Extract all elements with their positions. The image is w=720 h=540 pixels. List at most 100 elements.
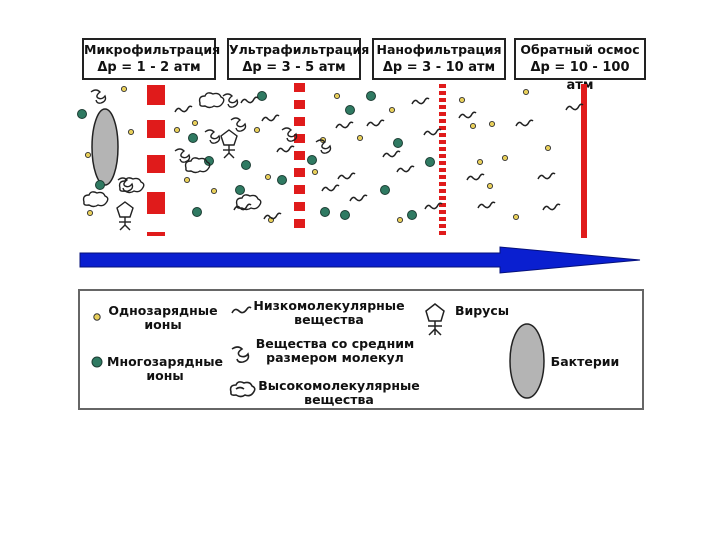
- multivalent-ion: [381, 186, 390, 195]
- membrane-block: [439, 147, 446, 151]
- multivalent-ion: [242, 161, 251, 170]
- flow-arrow: [80, 247, 640, 273]
- legend-viruses-label: Вирусы: [452, 304, 512, 318]
- membrane-block: [147, 120, 165, 138]
- monovalent-ion: [174, 127, 179, 132]
- membrane-block: [439, 154, 446, 158]
- monovalent-ion: [502, 155, 507, 160]
- membrane-block: [147, 155, 165, 173]
- monovalent-ion-icon: [94, 314, 100, 320]
- low-molecular-substance: [516, 120, 533, 126]
- low-molecular-substance: [538, 173, 555, 179]
- membrane-block: [439, 133, 446, 137]
- monovalent-ion: [389, 107, 394, 112]
- multivalent-ion: [96, 181, 105, 190]
- legend-low-molecular-label: Низкомолекулярные вещества: [250, 299, 408, 327]
- virus-leg: [125, 225, 130, 230]
- membrane-block: [439, 168, 446, 172]
- membrane-block: [294, 168, 305, 177]
- membrane-block: [439, 224, 446, 228]
- medium-molecular-substance: [231, 118, 246, 131]
- virus-head: [117, 202, 133, 217]
- membrane-block: [147, 232, 165, 236]
- multivalent-ion: [367, 92, 376, 101]
- medium-molecular-substance: [223, 94, 238, 107]
- legend-monovalent-label: Однозарядные ионы: [102, 304, 224, 332]
- membrane-block: [439, 231, 446, 235]
- multivalent-ion: [278, 176, 287, 185]
- membrane-block: [439, 119, 446, 123]
- low-molecular-substance: [367, 120, 384, 126]
- virus: [117, 202, 133, 230]
- multivalent-ion: [426, 158, 435, 167]
- low-molecular-icon: [232, 307, 251, 313]
- low-molecular-substance: [478, 202, 495, 208]
- legend-high-molecular-label: Высокомолекулярные вещества: [250, 379, 428, 407]
- legend-bacteria-label: Бактерии: [550, 355, 620, 369]
- monovalent-ion: [312, 169, 317, 174]
- membrane-block: [294, 151, 305, 160]
- monovalent-ion: [489, 121, 494, 126]
- low-molecular-substance: [459, 112, 476, 118]
- membrane-block: [294, 100, 305, 109]
- monovalent-ion: [487, 183, 492, 188]
- monovalent-ion: [211, 188, 216, 193]
- membrane-block: [439, 84, 446, 88]
- multivalent-ion: [346, 106, 355, 115]
- low-molecular-substance: [424, 129, 441, 135]
- monovalent-ion: [459, 97, 464, 102]
- membrane-block: [439, 161, 446, 165]
- medium-molecular-substance: [91, 90, 106, 103]
- low-molecular-substance: [336, 122, 353, 128]
- membrane-block: [294, 83, 305, 92]
- monovalent-ion: [192, 120, 197, 125]
- virus-icon: [426, 304, 444, 335]
- monovalent-ion: [357, 135, 362, 140]
- membrane-block: [439, 217, 446, 221]
- multivalent-ion: [308, 156, 317, 165]
- low-molecular-substance: [383, 151, 400, 157]
- monovalent-ion: [254, 127, 259, 132]
- membrane-block: [439, 91, 446, 95]
- monovalent-ion: [545, 145, 550, 150]
- filtration-diagram: [0, 0, 720, 290]
- low-molecular-substance: [338, 173, 355, 179]
- multivalent-ion: [78, 110, 87, 119]
- membrane-block: [439, 140, 446, 144]
- monovalent-ion: [397, 217, 402, 222]
- monovalent-ion: [128, 129, 133, 134]
- monovalent-ion: [121, 86, 126, 91]
- low-molecular-substance: [566, 104, 583, 110]
- low-molecular-substance: [467, 174, 484, 180]
- multivalent-ion: [189, 134, 198, 143]
- multivalent-ion: [193, 208, 202, 217]
- membrane-block: [439, 105, 446, 109]
- monovalent-ion: [87, 210, 92, 215]
- high-molecular-substance: [200, 93, 224, 108]
- virus-head: [221, 130, 237, 145]
- membrane-block: [439, 98, 446, 102]
- low-molecular-substance: [277, 146, 294, 152]
- membrane-block: [439, 112, 446, 116]
- multivalent-ion-icon: [92, 357, 102, 367]
- low-molecular-substance: [412, 98, 429, 104]
- monovalent-ion: [477, 159, 482, 164]
- membrane-block: [147, 85, 165, 105]
- monovalent-ion: [470, 123, 475, 128]
- medium-molecular-icon: [232, 347, 248, 362]
- monovalent-ion: [513, 214, 518, 219]
- multivalent-ion: [394, 139, 403, 148]
- low-molecular-substance: [350, 195, 367, 201]
- membrane-block: [294, 219, 305, 228]
- multivalent-ion: [341, 211, 350, 220]
- bacteria-icon: [510, 324, 544, 398]
- multivalent-ion: [236, 186, 245, 195]
- medium-molecular-substance: [175, 149, 190, 162]
- low-molecular-substance: [264, 213, 281, 219]
- high-molecular-substance: [84, 192, 108, 207]
- low-molecular-substance: [322, 185, 339, 191]
- bacteria: [92, 109, 118, 185]
- membrane-block: [439, 182, 446, 186]
- membrane-block: [439, 189, 446, 193]
- membrane-block: [439, 210, 446, 214]
